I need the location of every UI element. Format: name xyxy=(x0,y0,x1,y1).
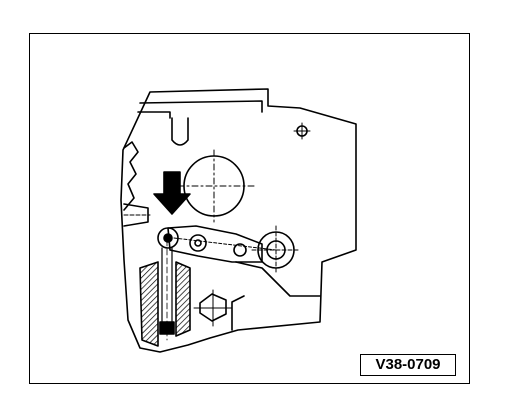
pivot-middle xyxy=(189,234,207,252)
pivot-small xyxy=(233,243,247,257)
figure-frame xyxy=(29,33,470,384)
arrow-down-icon xyxy=(153,171,191,215)
bore-wall-left xyxy=(139,261,159,347)
upper-rib-2 xyxy=(137,111,171,119)
lower-step xyxy=(235,261,321,297)
hex-nut xyxy=(199,293,227,322)
figure-code-label: V38-0709 xyxy=(360,354,456,376)
housing-outline xyxy=(120,88,357,353)
lever-arm xyxy=(167,225,263,263)
left-edge xyxy=(123,141,139,211)
bore-wall-right xyxy=(175,261,191,337)
slot xyxy=(171,117,189,146)
pivot-left xyxy=(157,227,179,249)
upper-rib xyxy=(139,100,263,113)
